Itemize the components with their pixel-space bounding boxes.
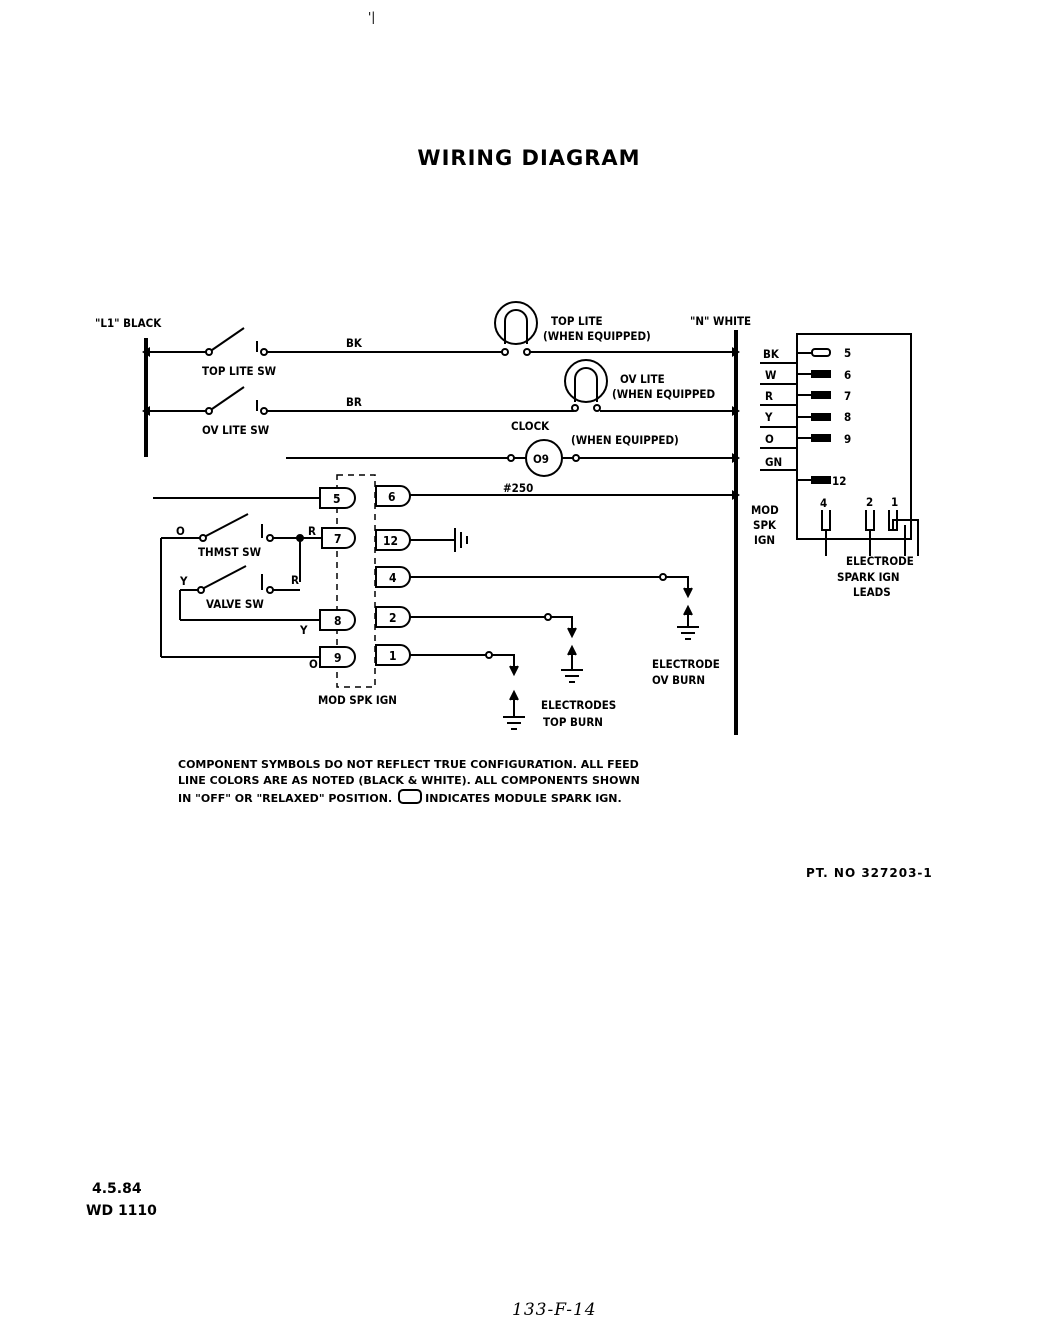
pin-connector-6 <box>375 485 412 507</box>
clock-note: #250 <box>503 481 533 495</box>
module-symbol-box <box>398 789 423 804</box>
note-line-3b: INDICATES MODULE SPARK IGN. <box>425 792 622 805</box>
module-terminal-8: 8 <box>844 410 851 424</box>
right-pin-connectors <box>375 485 412 666</box>
top-lite-label: TOP LITE <box>551 314 603 328</box>
handwritten-note: 133-F-14 <box>512 1300 597 1320</box>
wire-o-label-top: O <box>176 524 185 538</box>
pin-label-5: 5 <box>333 492 341 506</box>
mod-spk-ign-label: MOD SPK IGN <box>318 693 397 707</box>
module-lead-1: 1 <box>891 495 898 509</box>
valve-switch-blade <box>203 565 247 589</box>
module-wire-w: W <box>765 368 777 382</box>
pin-connector-7 <box>321 527 357 549</box>
module-terminal-9: 9 <box>844 432 851 446</box>
top-lite-bulb <box>494 301 538 345</box>
electrode-leads-label-1: ELECTRODE <box>846 554 914 568</box>
ov-lite-sw-label: OV LITE SW <box>202 423 270 437</box>
notes: COMPONENT SYMBOLS DO NOT REFLECT TRUE CO… <box>178 757 778 807</box>
clock-label: CLOCK <box>511 419 550 433</box>
module-wire-o: O <box>765 432 774 446</box>
note-line-2: LINE COLORS ARE AS NOTED (BLACK & WHITE)… <box>178 774 640 787</box>
pin-label-9: 9 <box>334 651 342 665</box>
pin-label-1: 1 <box>389 649 397 663</box>
module-wire-r: R <box>765 389 773 403</box>
top-lite-sw-label: TOP LITE SW <box>202 364 277 378</box>
wire-y-label-valve: Y <box>179 574 188 588</box>
thermostat-switch-blade <box>205 513 249 537</box>
n-label: "N" WHITE <box>690 314 751 328</box>
note-line-1: COMPONENT SYMBOLS DO NOT REFLECT TRUE CO… <box>178 758 639 771</box>
pin-connector-1 <box>375 644 412 666</box>
note-line-3: IN "OFF" OR "RELAXED" POSITION. INDICATES… <box>178 789 778 807</box>
pin-label-7: 7 <box>334 532 342 546</box>
ov-lite-switch-blade <box>211 386 245 410</box>
electrode-leads-label-2: SPARK IGN <box>837 570 900 584</box>
left-pin-connectors <box>319 487 357 668</box>
module-spark-box <box>796 333 912 540</box>
pin-label-12: 12 <box>383 534 398 548</box>
pin-label-2: 2 <box>389 611 397 625</box>
electrode-ov-label-2: OV BURN <box>652 673 705 687</box>
pin-label-4: 4 <box>389 571 397 585</box>
br-wire-label: BR <box>346 395 362 409</box>
pin-connector-9 <box>319 646 357 668</box>
wire-r-label-thmst: R <box>308 524 316 538</box>
top-mark: '| <box>368 10 376 24</box>
pin-connector-4 <box>375 566 412 588</box>
electrode-ov-label-1: ELECTRODE <box>652 657 720 671</box>
clock-symbol-label: O9 <box>533 452 549 466</box>
thermostat-switch-label: THMST SW <box>198 545 262 559</box>
pin-label-8: 8 <box>334 614 342 628</box>
module-wire-bk: BK <box>763 347 780 361</box>
module-lead-2: 2 <box>866 495 873 509</box>
page-title: WIRING DIAGRAM <box>417 146 641 170</box>
top-lite-equipped: (WHEN EQUIPPED) <box>543 329 651 343</box>
clock-equipped: (WHEN EQUIPPED) <box>571 433 679 447</box>
pin-connector-12 <box>375 529 412 551</box>
wires <box>144 301 919 735</box>
electrodes-top-label-1: ELECTRODES <box>541 698 616 712</box>
ov-lite-label: OV LITE <box>620 372 665 386</box>
ov-lite-equipped: (WHEN EQUIPPED <box>612 387 715 401</box>
mod-side-label-3: IGN <box>754 533 775 547</box>
mod-side-label-1: MOD <box>751 503 779 517</box>
module-terminal-7: 7 <box>844 389 851 403</box>
module-terminal-6: 6 <box>844 368 851 382</box>
wire-o-label-pin9: O <box>309 657 318 671</box>
module-wire-y: Y <box>764 410 773 424</box>
wire-r-label-valve: R <box>291 573 299 587</box>
doc-id: WD 1110 <box>86 1203 157 1219</box>
part-number: PT. NO 327203-1 <box>806 866 933 880</box>
electrode-leads-label-3: LEADS <box>853 585 891 599</box>
valve-switch-label: VALVE SW <box>206 597 264 611</box>
pin-connector-5 <box>319 487 357 509</box>
electrodes-top-label-2: TOP BURN <box>543 715 603 729</box>
ov-lite-bulb <box>564 359 608 403</box>
module-lead-4: 4 <box>820 496 827 510</box>
module-terminal-5: 5 <box>844 346 851 360</box>
l1-label: "L1" BLACK <box>95 316 162 330</box>
pin-connector-2 <box>375 606 412 628</box>
wire-y-label-pin8: Y <box>299 623 308 637</box>
pin-label-6: 6 <box>388 490 396 504</box>
bus-arrows <box>142 347 740 500</box>
module-terminal-12: 12 <box>832 474 846 488</box>
date: 4.5.84 <box>92 1181 142 1197</box>
mod-side-label-2: SPK <box>753 518 777 532</box>
bk-wire-label: BK <box>346 336 363 350</box>
pin-connector-8 <box>319 609 357 631</box>
top-lite-switch-blade <box>211 327 245 351</box>
module-wire-gn: GN <box>765 455 782 469</box>
note-line-3a: IN "OFF" OR "RELAXED" POSITION. <box>178 792 393 805</box>
